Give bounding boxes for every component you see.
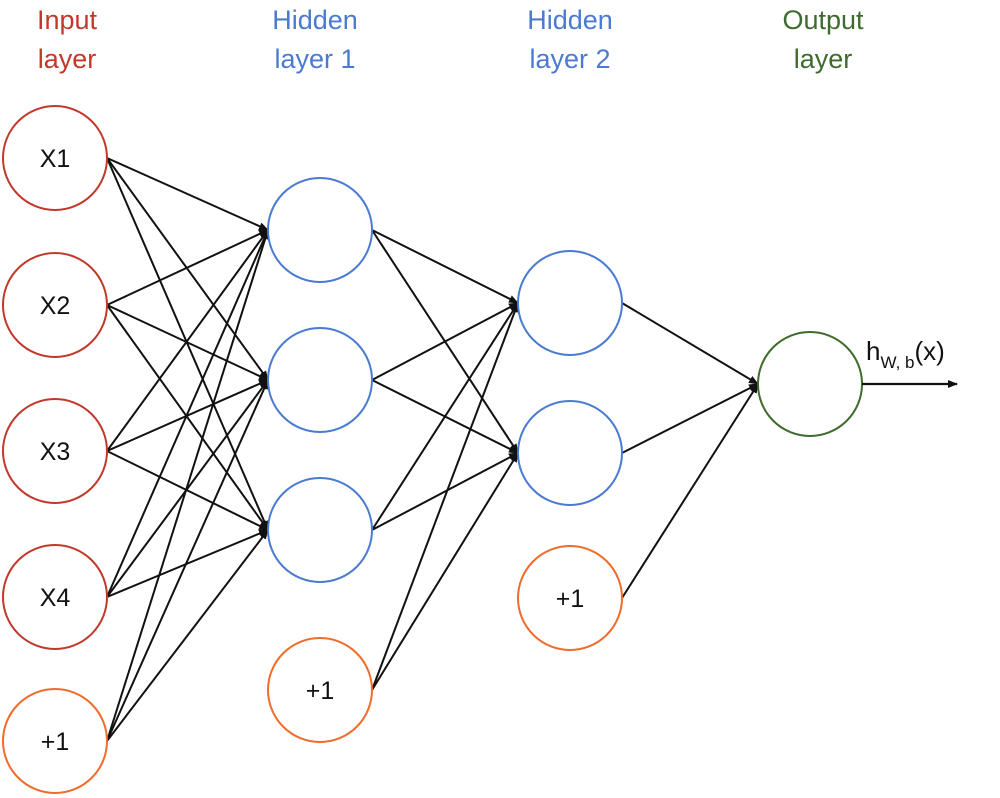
output-function-suffix: (x) <box>914 336 944 366</box>
input-node-3: X3 <box>2 398 108 504</box>
output-arrow: hW, b(x) <box>862 336 958 388</box>
output-function-label: hW, b(x) <box>866 336 945 372</box>
layer-title-hidden2: Hidden layer 2 <box>527 5 613 74</box>
layer-title-output: Output layer <box>782 5 864 74</box>
output-function-main: h <box>866 336 880 366</box>
edge-h2-2-to-output-1 <box>621 383 759 454</box>
input-node-3-label: X3 <box>40 438 71 466</box>
input-node-1-label: X1 <box>40 145 71 173</box>
layer-title-hidden1: Hidden layer 1 <box>272 5 358 74</box>
edge-input1-to-h1-3 <box>106 157 269 531</box>
hidden1-node-3 <box>267 477 373 583</box>
output-function-subscript: W, b <box>880 353 914 372</box>
edge-input2-to-h1-2 <box>106 304 269 381</box>
edge-input1-to-h1-1 <box>106 157 269 231</box>
layer-title-hidden1-line-1: Hidden <box>272 5 358 35</box>
input-node-1: X1 <box>2 105 108 211</box>
edge-input5-to-h1-2 <box>106 379 269 742</box>
hidden2-node-1-circle <box>517 250 623 356</box>
layer-title-input-line-2: layer <box>38 44 97 74</box>
edge-h1-1-to-h2-1 <box>371 229 519 304</box>
layer-title-hidden2-line-1: Hidden <box>527 5 613 35</box>
input-node-2: X2 <box>2 252 108 358</box>
hidden2-node-1 <box>517 250 623 356</box>
input-bias-node-circle <box>2 688 108 794</box>
hidden2-bias-node-label: +1 <box>556 585 585 613</box>
hidden2-bias-node: +1 <box>517 545 623 651</box>
layer-title-output-line-2: layer <box>794 44 853 74</box>
hidden1-node-1 <box>267 177 373 283</box>
output-node-1 <box>757 331 863 437</box>
edge-h2-1-to-output-1 <box>621 302 759 385</box>
output-node-1-circle <box>757 331 863 437</box>
edge-input5-to-h1-1 <box>106 229 270 742</box>
layer-title-output-line-1: Output <box>782 5 864 35</box>
hidden2-bias-node-circle <box>517 545 623 651</box>
layer-title-hidden1-line-2: layer 1 <box>274 44 355 74</box>
edge-h1-3-to-h2-1 <box>371 302 519 531</box>
hidden2-node-2 <box>517 400 623 506</box>
layer-title-input: Input layer <box>37 5 98 74</box>
input-node-4-circle <box>2 544 108 650</box>
input-node-2-label: X2 <box>40 292 71 320</box>
layer-headers: Input layer Hidden layer 1 Hidden layer 2 Outp… <box>37 5 864 74</box>
connection-edges <box>106 157 759 742</box>
hidden1-bias-node-circle <box>267 637 373 743</box>
input-bias-node-label: +1 <box>41 728 70 756</box>
input-node-4: X4 <box>2 544 108 650</box>
input-node-2-circle <box>2 252 108 358</box>
edge-h1-4-to-h2-1 <box>371 302 519 691</box>
edge-input5-to-h1-3 <box>106 529 269 742</box>
edge-input3-to-h1-3 <box>106 450 269 531</box>
hidden2-node-2-circle <box>517 400 623 506</box>
hidden1-bias-node: +1 <box>267 637 373 743</box>
edge-input4-to-h1-3 <box>106 529 269 598</box>
edge-h1-3-to-h2-2 <box>371 452 519 531</box>
hidden1-node-3-circle <box>267 477 373 583</box>
input-node-1-circle <box>2 105 108 211</box>
edge-h2-3-to-output-1 <box>621 383 759 599</box>
hidden1-node-2-circle <box>267 327 373 433</box>
edge-input2-to-h1-3 <box>106 304 269 531</box>
layer-title-hidden2-line-2: layer 2 <box>529 44 610 74</box>
edge-input4-to-h1-1 <box>106 229 269 598</box>
edge-input1-to-h1-2 <box>106 157 269 381</box>
edge-h1-2-to-h2-1 <box>371 302 519 381</box>
input-bias-node: +1 <box>2 688 108 794</box>
hidden1-bias-node-label: +1 <box>306 677 335 705</box>
edge-input3-to-h1-1 <box>106 229 269 452</box>
input-node-3-circle <box>2 398 108 504</box>
layer-title-input-line-1: Input <box>37 5 98 35</box>
input-node-4-label: X4 <box>40 584 71 612</box>
hidden1-node-2 <box>267 327 373 433</box>
edge-h1-4-to-h2-2 <box>371 452 519 691</box>
hidden1-node-1-circle <box>267 177 373 283</box>
edge-input2-to-h1-1 <box>106 229 269 306</box>
